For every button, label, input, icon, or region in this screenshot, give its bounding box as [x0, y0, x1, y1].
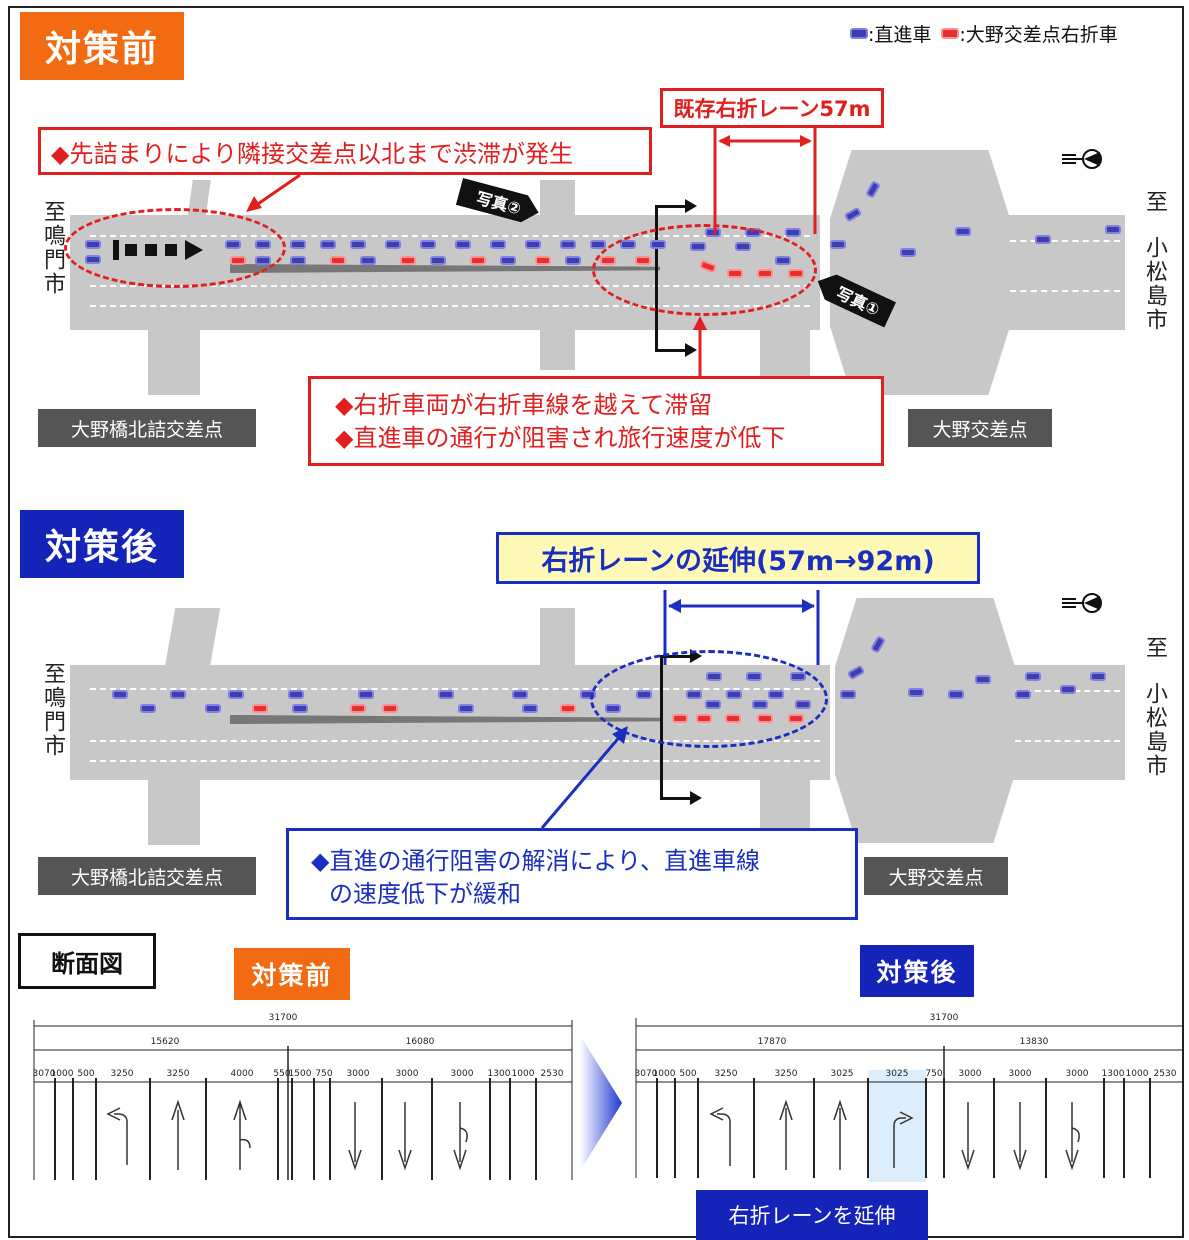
queue-pointer: [246, 173, 301, 212]
svg-text:1000: 1000: [653, 1069, 676, 1079]
svg-text:750: 750: [315, 1069, 332, 1079]
queue-ellipse: [64, 208, 286, 288]
after-half2-label: 13830: [1020, 1037, 1049, 1047]
before-right-intersection: 大野交差点: [908, 409, 1052, 447]
problem-callout: ◆右折車両が右折車線を越えて滞留 ◆直進車の通行が阻害され旅行速度が低下: [308, 376, 884, 466]
after-through-arrow-2-icon: [833, 1099, 847, 1170]
before-tag: 対策前: [20, 12, 184, 80]
svg-text:2530: 2530: [1154, 1069, 1177, 1079]
after-half1-label: 17870: [758, 1037, 787, 1047]
relief-pointer: [540, 726, 628, 829]
right-turn-car-icon: [941, 27, 960, 39]
relief-line2: の速度低下が緩和: [329, 880, 521, 908]
legend-right-turn: :大野交差点右折車: [959, 23, 1118, 46]
svg-text:2530: 2530: [541, 1069, 564, 1079]
section-title: 断面図: [18, 933, 156, 989]
before-half1-label: 15620: [151, 1037, 180, 1047]
after-east-direction-to: 至: [1142, 636, 1167, 660]
svg-text:3000: 3000: [347, 1069, 370, 1079]
after-west-direction: 至鳴門市: [40, 662, 65, 758]
relief-ellipse: [590, 650, 828, 748]
after-segment-labels: 3070 1000 500 3250 3250 3025 3025 750 30…: [635, 1069, 1177, 1079]
extension-label-text: 右折レーンの延伸(57m→92m): [541, 545, 935, 577]
svg-text:3070: 3070: [33, 1069, 56, 1079]
svg-text:1500: 1500: [289, 1069, 312, 1079]
svg-text:750: 750: [925, 1069, 942, 1079]
existing-lane-dimension: [713, 126, 817, 234]
after-right-intersection: 大野交差点: [864, 857, 1008, 895]
overflow-ellipse: [592, 224, 817, 316]
problem-pointer: [693, 316, 707, 378]
legend-through: :直進車: [868, 23, 932, 46]
svg-text:1000: 1000: [512, 1069, 535, 1079]
svg-text:3070: 3070: [635, 1069, 658, 1079]
before-total-label: 31700: [269, 1013, 298, 1023]
svg-text:3025: 3025: [886, 1069, 909, 1079]
svg-text:3250: 3250: [715, 1069, 738, 1079]
extend-lane-label-text: 右折レーンを延伸: [728, 1204, 896, 1228]
page-frame: [8, 6, 1184, 1238]
extension-label-box: 右折レーンの延伸(57m→92m): [496, 532, 980, 584]
svg-text:1000: 1000: [51, 1069, 74, 1079]
relief-line1: ◆直進の通行阻害の解消により、直進車線: [311, 847, 761, 875]
svg-text:1300: 1300: [488, 1069, 511, 1079]
svg-text:500: 500: [679, 1069, 696, 1079]
after-left-intersection: 大野橋北詰交差点: [38, 857, 256, 895]
problem-line1: ◆右折車両が右折車線を越えて滞留: [335, 391, 713, 419]
svg-text:1300: 1300: [1102, 1069, 1125, 1079]
after-east-direction: 小松島市: [1142, 682, 1167, 778]
section-after-diagram: 31700 17870 13830 3070 1000 500 3250 325…: [635, 1013, 1182, 1182]
before-opposite-arrows-icon: [348, 1102, 468, 1171]
before-left-turn-arrow-icon: [106, 1107, 128, 1165]
queue-callout-text: ◆先詰まりにより隣接交差点以北まで渋滞が発生: [51, 139, 573, 168]
after-left-turn-arrow-icon: [709, 1107, 731, 1166]
svg-text:3250: 3250: [111, 1069, 134, 1079]
before-segment-labels: 3070 1000 500 3250 3250 4000 550 1500 75…: [33, 1069, 564, 1079]
before-through-right-arrow-icon: [233, 1099, 251, 1170]
north-arrow-icon: [1062, 148, 1102, 170]
svg-text:500: 500: [77, 1069, 94, 1079]
existing-lane-label-text: 既存右折レーン57m: [673, 97, 871, 121]
after-north-arrow-icon: [1062, 592, 1102, 614]
svg-text:3000: 3000: [1066, 1069, 1089, 1079]
relief-callout: ◆直進の通行阻害の解消により、直進車線 の速度低下が緩和: [286, 828, 858, 920]
extend-lane-label: 右折レーンを延伸: [696, 1190, 928, 1240]
svg-text:550: 550: [273, 1069, 290, 1079]
svg-text:3000: 3000: [959, 1069, 982, 1079]
section-before-diagram: 31700 15620 16080 3070 1000 500 3250 325…: [33, 1013, 573, 1180]
east-direction-to: 至: [1142, 190, 1167, 214]
queue-callout: ◆先詰まりにより隣接交差点以北まで渋滞が発生: [38, 127, 652, 175]
through-car-icon: [850, 27, 868, 39]
svg-text:3250: 3250: [775, 1069, 798, 1079]
svg-text:3025: 3025: [831, 1069, 854, 1079]
existing-lane-label: 既存右折レーン57m: [660, 88, 884, 128]
section-before-tag: 対策前: [234, 948, 350, 1000]
svg-text:3000: 3000: [451, 1069, 474, 1079]
after-total-label: 31700: [930, 1013, 959, 1023]
after-tag: 対策後: [20, 510, 184, 578]
legend: :直進車 :大野交差点右折車: [850, 20, 1118, 46]
east-direction: 小松島市: [1142, 236, 1167, 332]
problem-line2: ◆直進車の通行が阻害され旅行速度が低下: [335, 424, 786, 452]
after-through-arrow-1-icon: [779, 1099, 793, 1170]
section-title-text: 断面図: [51, 949, 123, 978]
svg-text:3000: 3000: [1009, 1069, 1032, 1079]
before-left-intersection: 大野橋北詰交差点: [38, 409, 256, 447]
svg-text:3000: 3000: [396, 1069, 419, 1079]
before-half2-label: 16080: [406, 1037, 435, 1047]
svg-text:3250: 3250: [167, 1069, 190, 1079]
after-right-turn-arrow-icon: [893, 1111, 914, 1168]
section-after-tag: 対策後: [860, 945, 974, 997]
svg-text:1000: 1000: [1126, 1069, 1149, 1079]
svg-text:4000: 4000: [231, 1069, 254, 1079]
after-opposite-arrows-icon: [961, 1102, 1080, 1171]
west-direction: 至鳴門市: [40, 200, 65, 296]
before-through-arrow-icon: [171, 1099, 185, 1170]
